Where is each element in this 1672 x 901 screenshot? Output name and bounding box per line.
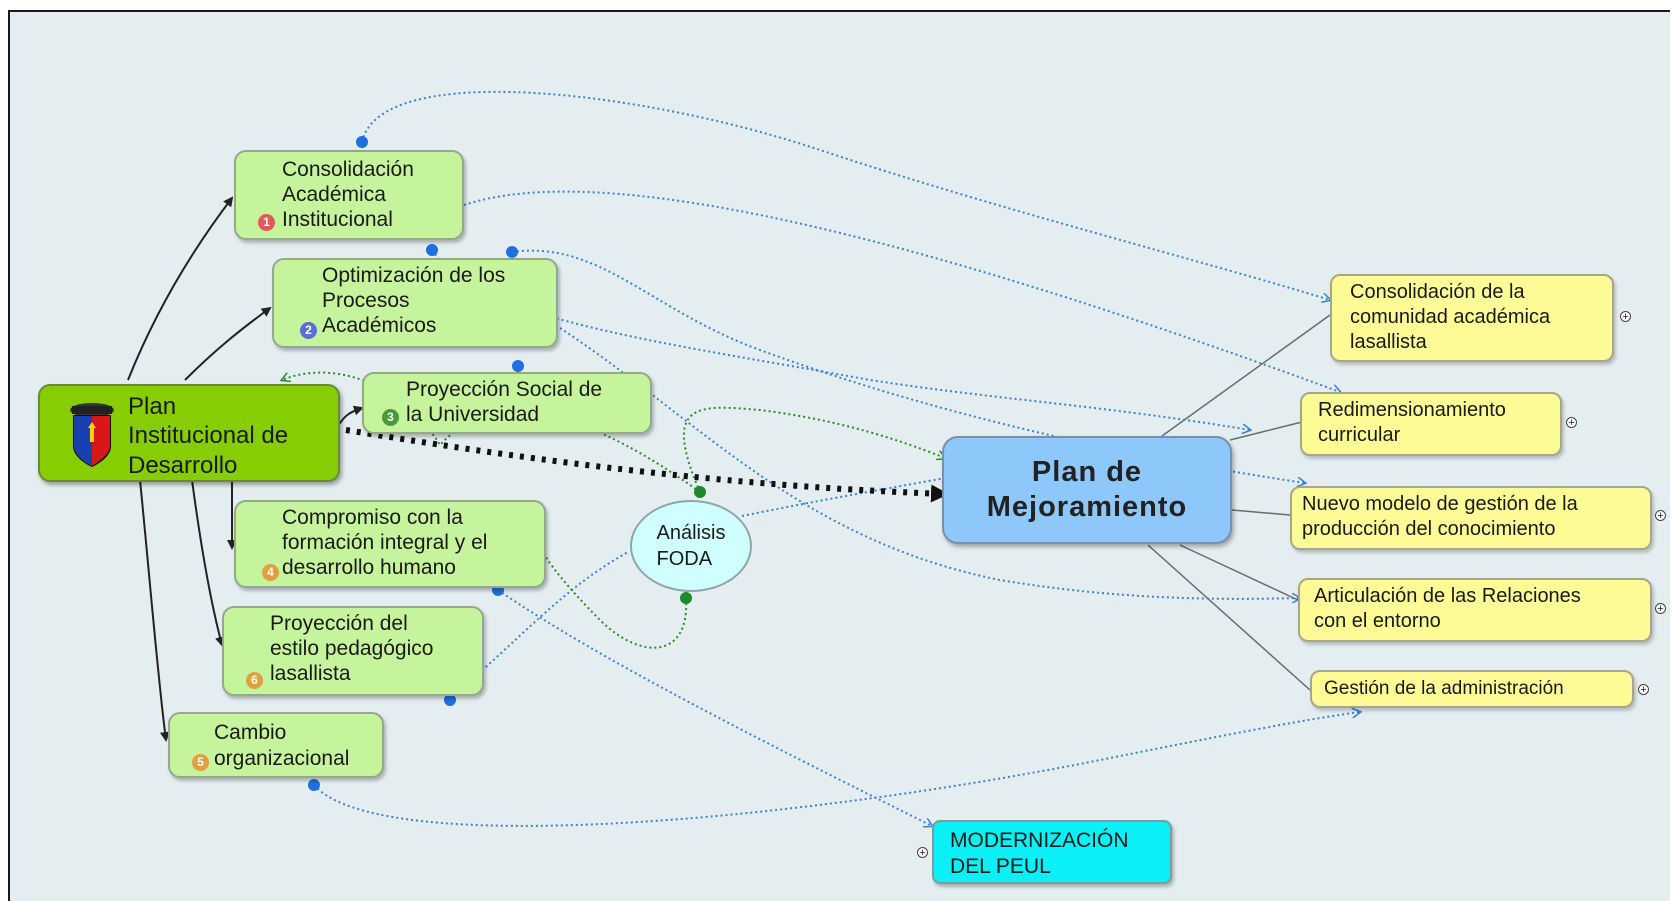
node-label: Gestión de la administración [1324, 678, 1564, 699]
right-connectors [1147, 314, 1331, 691]
relation-link [447, 551, 629, 701]
relation-link [511, 249, 1305, 483]
node-cambio-organizacional[interactable]: 5 Cambio organizacional [168, 712, 384, 778]
relation-link [463, 190, 1340, 392]
tree-line-6 [139, 479, 170, 742]
relation-link [361, 90, 1330, 300]
node-label: Consolidación Académica Institucional [282, 158, 414, 231]
node-analisis-foda[interactable]: Análisis FODA [630, 500, 752, 592]
tree-connectors [127, 196, 364, 742]
expand-icon[interactable]: + [1620, 311, 1631, 323]
node-proyeccion-estilo-pedagogico[interactable]: 6 Proyección del estilo pedagógico lasal… [222, 606, 484, 696]
node-proyeccion-social[interactable]: 3 Proyección Social de la Universidad [362, 372, 652, 434]
anchor-dot [308, 779, 320, 791]
plan-mejoramiento-label: Plan de Mejoramiento [986, 455, 1188, 523]
central-node-label: Plan Institucional de Desarrollo [128, 393, 289, 479]
priority-2-badge: 2 [300, 322, 317, 339]
priority-3-badge: 3 [382, 409, 399, 426]
node-articulacion-relaciones[interactable]: Articulación de las Relaciones con el en… [1298, 578, 1652, 642]
foda-link [539, 545, 688, 649]
foda-label: Análisis FODA [656, 522, 726, 570]
priority-1-badge: 1 [258, 214, 275, 231]
university-crest-icon [70, 403, 114, 468]
anchor-dot [694, 486, 706, 498]
expand-icon[interactable]: + [1638, 684, 1649, 696]
node-label: MODERNIZACIÓN DEL PEUL [950, 829, 1129, 879]
central-node-plan-institucional[interactable]: Plan Institucional de Desarrollo [38, 384, 340, 482]
node-label: Cambio organizacional [214, 721, 350, 770]
node-nuevo-modelo-gestion[interactable]: Nuevo modelo de gestión de la producción… [1290, 486, 1652, 550]
node-optimizacion-procesos[interactable]: 2 Optimización de los Procesos Académico… [272, 258, 558, 348]
node-plan-mejoramiento[interactable]: Plan de Mejoramiento [942, 436, 1232, 544]
right-line-4 [1179, 544, 1299, 601]
node-label: Nuevo modelo de gestión de la producción… [1302, 493, 1578, 540]
expand-icon[interactable]: + [917, 847, 928, 859]
foda-link [282, 371, 701, 493]
expand-icon[interactable]: + [1566, 417, 1577, 429]
anchor-dot [512, 360, 524, 372]
right-line-1 [1161, 314, 1331, 437]
priority-5-badge: 5 [192, 754, 209, 771]
priority-6-badge: 6 [246, 672, 263, 689]
node-label: Redimensionamiento curricular [1318, 399, 1506, 446]
foda-link [682, 406, 945, 493]
node-label: Consolidación de la comunidad académica … [1350, 281, 1551, 353]
main-relation-link [345, 427, 949, 503]
right-line-3 [1231, 509, 1291, 516]
node-label: Proyección del estilo pedagógico lasalli… [270, 612, 434, 685]
green-relations [282, 371, 945, 649]
expand-icon[interactable]: + [1655, 603, 1666, 615]
node-label: Articulación de las Relaciones con el en… [1314, 585, 1581, 632]
anchor-dot [426, 244, 438, 256]
tree-line-2 [184, 306, 272, 381]
anchor-dot [444, 694, 456, 706]
node-label: Compromiso con la formación integral y e… [282, 506, 488, 579]
right-line-2 [1229, 421, 1303, 441]
node-label: Optimización de los Procesos Académicos [322, 264, 506, 337]
tree-line-3 [337, 405, 364, 427]
blue-relations [313, 90, 1360, 827]
node-redimensionamiento-curricular[interactable]: Redimensionamiento curricular [1300, 392, 1562, 456]
right-line-5 [1147, 544, 1311, 691]
anchor-dot [680, 592, 692, 604]
node-consolidacion-comunidad[interactable]: Consolidación de la comunidad académica … [1330, 274, 1614, 362]
priority-4-badge: 4 [262, 564, 279, 581]
expand-icon[interactable]: + [1655, 510, 1666, 522]
tree-line-1 [127, 196, 234, 381]
relation-link [497, 589, 932, 826]
relation-link [313, 712, 1360, 827]
anchor-dot [356, 136, 368, 148]
node-label: Proyección Social de la Universidad [406, 378, 603, 426]
node-modernizacion-peul[interactable]: MODERNIZACIÓN DEL PEUL [932, 820, 1172, 884]
node-consolidacion-academica[interactable]: 1 Consolidación Académica Institucional [234, 150, 464, 240]
node-gestion-administracion[interactable]: Gestión de la administración [1310, 670, 1634, 708]
anchor-dot [506, 246, 518, 258]
tree-line-5 [191, 479, 225, 647]
relation-link [431, 249, 1250, 430]
node-compromiso-formacion[interactable]: 4 Compromiso con la formación integral y… [234, 500, 546, 588]
